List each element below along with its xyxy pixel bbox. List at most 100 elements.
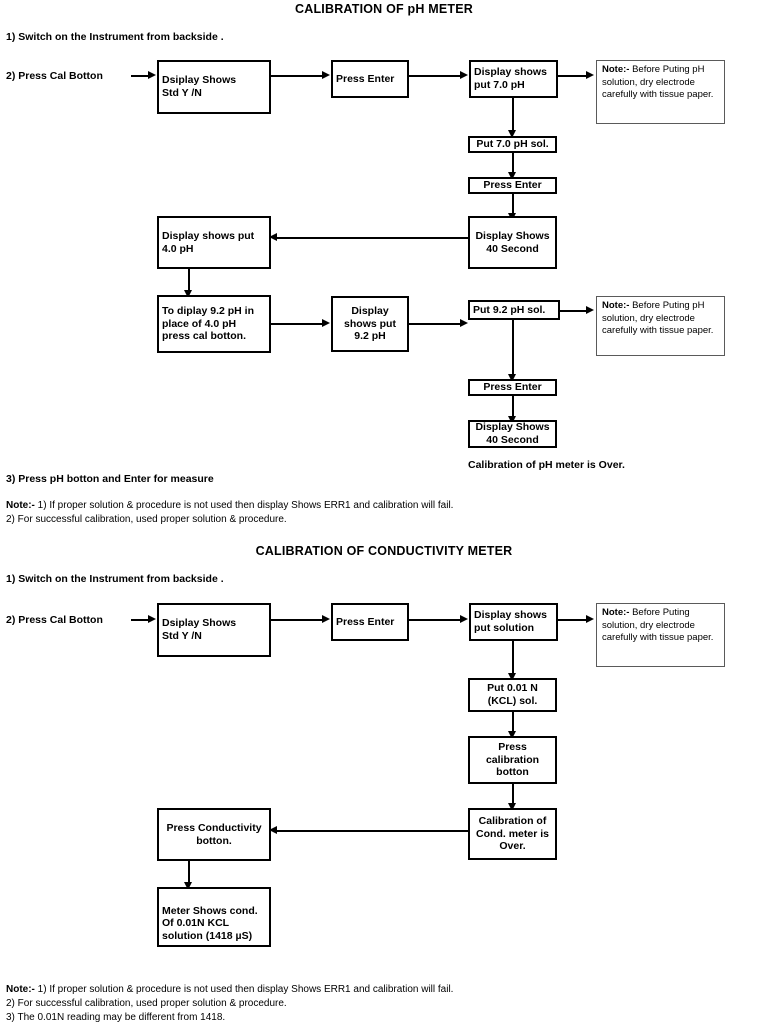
- connector-press-enter3-to-40sec2: [512, 396, 514, 417]
- cond-box-put-kcl-text: Put 0.01 N (KCL) sol.: [487, 682, 538, 707]
- arrowhead-to-display-put7: [460, 71, 468, 79]
- ph-footnote-2: 2) For successful calibration, used prop…: [6, 514, 287, 525]
- cond-section-title: CALIBRATION OF CONDUCTIVITY METER: [255, 544, 513, 558]
- ph-footnote-label: Note:-: [6, 500, 35, 511]
- connector-cond-display-to-note: [558, 619, 587, 621]
- cond-box-press-conductivity-text: Press Conductivity botton.: [166, 821, 262, 847]
- connector-cond-press-enter-to-display-solution: [409, 619, 461, 621]
- connector-cond-step2-to-display-std: [131, 619, 149, 621]
- ph-box-display-std-text: Dsiplay Shows Std Y /N: [162, 74, 237, 99]
- connector-display-put92-to-put92sol: [409, 323, 461, 325]
- arrowhead-to-display-put4: [269, 233, 277, 241]
- arrowhead-to-cond-note-top: [586, 615, 594, 623]
- connector-display-put4-to-to-display-92: [188, 269, 190, 291]
- arrowhead-to-cond-display-std: [148, 615, 156, 623]
- connector-to-display-92-to-display-put92: [271, 323, 323, 325]
- ph-box-display-put-92-text: Display shows put 9.2 pH: [344, 304, 396, 343]
- connector-cond-display-to-put-kcl: [512, 641, 514, 674]
- cond-box-press-enter-1: Press Enter: [331, 603, 409, 641]
- ph-box-press-enter-3: Press Enter: [468, 379, 557, 396]
- connector-display-put7-to-note: [558, 75, 587, 77]
- cond-note-top-body: Before Puting solution, dry electrode ca…: [602, 607, 714, 644]
- arrowhead-to-to-display-92: [184, 290, 192, 298]
- ph-box-put-7-sol: Put 7.0 pH sol.: [468, 136, 557, 153]
- ph-box-press-enter-3-text: Press Enter: [483, 381, 542, 394]
- ph-box-press-enter-2-text: Press Enter: [483, 179, 542, 192]
- connector-step2-to-display-std: [131, 75, 149, 77]
- cond-box-display-std: Dsiplay Shows Std Y /N: [157, 603, 271, 657]
- ph-calibration-over-text: Calibration of pH meter is Over.: [468, 459, 625, 471]
- arrowhead-to-display-std: [148, 71, 156, 79]
- cond-step-2: 2) Press Cal Botton: [6, 614, 103, 626]
- arrowhead-to-press-conductivity: [269, 826, 277, 834]
- ph-section-title: CALIBRATION OF pH METER: [295, 2, 473, 16]
- connector-display-std-to-press-enter: [271, 75, 323, 77]
- cond-footnote-label: Note:-: [6, 984, 35, 995]
- cond-box-calibration-over: Calibration of Cond. meter is Over.: [468, 808, 557, 860]
- ph-box-to-display-92-text: To diplay 9.2 pH in place of 4.0 pH pres…: [162, 304, 254, 343]
- cond-box-display-put-solution: Display shows put solution: [469, 603, 558, 641]
- arrowhead-to-ph-note-mid: [586, 306, 594, 314]
- arrowhead-to-put92sol: [460, 319, 468, 327]
- arrowhead-to-put-kcl: [508, 673, 516, 681]
- connector-press-enter-to-display-put7: [409, 75, 461, 77]
- connector-40sec-to-display-put4: [277, 237, 468, 239]
- arrowhead-to-press-enter-3: [508, 374, 516, 382]
- ph-footnote-1: Note:- 1) If proper solution & procedure…: [6, 500, 453, 511]
- ph-box-press-enter-1-text: Press Enter: [336, 72, 395, 85]
- ph-box-press-enter-2: Press Enter: [468, 177, 557, 194]
- cond-footnote-2: 2) For successful calibration, used prop…: [6, 998, 287, 1009]
- arrowhead-to-meter-shows: [184, 882, 192, 890]
- ph-box-display-put-92: Display shows put 9.2 pH: [331, 296, 409, 352]
- connector-over-to-press-conductivity: [277, 830, 468, 832]
- connector-press-enter2-to-40sec: [512, 194, 514, 214]
- ph-box-display-put-4-text: Display shows put 4.0 pH: [162, 229, 255, 255]
- ph-box-display-40-sec-1-text: Display Shows 40 Second: [475, 229, 550, 255]
- ph-box-display-std: Dsiplay Shows Std Y /N: [157, 60, 271, 114]
- connector-cond-display-std-to-press-enter: [271, 619, 323, 621]
- cond-box-display-put-solution-text: Display shows put solution: [474, 609, 547, 634]
- ph-box-display-put-4: Display shows put 4.0 pH: [157, 216, 271, 269]
- ph-box-display-40-sec-2: Display Shows 40 Second: [468, 420, 557, 448]
- cond-box-meter-shows-text: Meter Shows cond. Of 0.01N KCL solution …: [162, 904, 258, 943]
- cond-box-press-conductivity: Press Conductivity botton.: [157, 808, 271, 861]
- ph-step-1: 1) Switch on the Instrument from backsid…: [6, 31, 224, 43]
- arrowhead-to-cond-display-solution: [460, 615, 468, 623]
- cond-footnote-1-text: 1) If proper solution & procedure is not…: [34, 984, 454, 995]
- ph-footnote-1-text: 1) If proper solution & procedure is not…: [34, 500, 454, 511]
- connector-put92sol-to-press-enter3: [512, 320, 514, 376]
- arrowhead-to-display-put92: [322, 319, 330, 327]
- arrowhead-to-press-enter-1: [322, 71, 330, 79]
- connector-press-calibration-to-over: [512, 784, 514, 805]
- ph-step-3: 3) Press pH botton and Enter for measure: [6, 473, 214, 485]
- ph-note-mid-body: Before Puting pH solution, dry electrode…: [602, 300, 714, 337]
- ph-box-display-40-sec-1: Display Shows 40 Second: [468, 216, 557, 269]
- cond-box-press-enter-1-text: Press Enter: [336, 615, 395, 628]
- ph-note-top-label: Note:-: [602, 64, 630, 75]
- cond-box-press-calibration-text: Press calibration botton: [485, 740, 540, 779]
- arrowhead-to-cond-press-enter: [322, 615, 330, 623]
- cond-box-calibration-over-text: Calibration of Cond. meter is Over.: [476, 814, 549, 853]
- connector-display-put7-to-put7sol: [512, 98, 514, 131]
- cond-step-1: 1) Switch on the Instrument from backsid…: [6, 573, 224, 585]
- cond-box-meter-shows: Meter Shows cond. Of 0.01N KCL solution …: [157, 887, 271, 947]
- connector-put92sol-to-note: [560, 310, 587, 312]
- ph-note-mid: Note:- Before Puting pH solution, dry el…: [596, 296, 725, 356]
- ph-box-display-40-sec-2-text: Display Shows 40 Second: [475, 421, 550, 446]
- cond-box-put-kcl: Put 0.01 N (KCL) sol.: [468, 678, 557, 712]
- cond-footnote-1: Note:- 1) If proper solution & procedure…: [6, 984, 453, 995]
- arrowhead-to-ph-note-top: [586, 71, 594, 79]
- ph-note-top: Note:- Before Puting pH solution, dry el…: [596, 60, 725, 124]
- ph-box-put-7-sol-text: Put 7.0 pH sol.: [476, 138, 549, 151]
- connector-press-conductivity-to-meter-shows: [188, 861, 190, 883]
- connector-put-kcl-to-press-calibration: [512, 712, 514, 733]
- ph-note-top-body: Before Puting pH solution, dry electrode…: [602, 64, 714, 101]
- ph-box-to-display-92: To diplay 9.2 pH in place of 4.0 pH pres…: [157, 295, 271, 353]
- cond-note-top-label: Note:-: [602, 607, 630, 618]
- ph-step-2: 2) Press Cal Botton: [6, 70, 103, 82]
- arrowhead-to-press-calibration: [508, 731, 516, 739]
- connector-put7sol-to-press-enter2: [512, 153, 514, 173]
- ph-box-display-put-7-text: Display shows put 7.0 pH: [474, 66, 547, 91]
- ph-note-mid-label: Note:-: [602, 300, 630, 311]
- ph-box-press-enter-1: Press Enter: [331, 60, 409, 98]
